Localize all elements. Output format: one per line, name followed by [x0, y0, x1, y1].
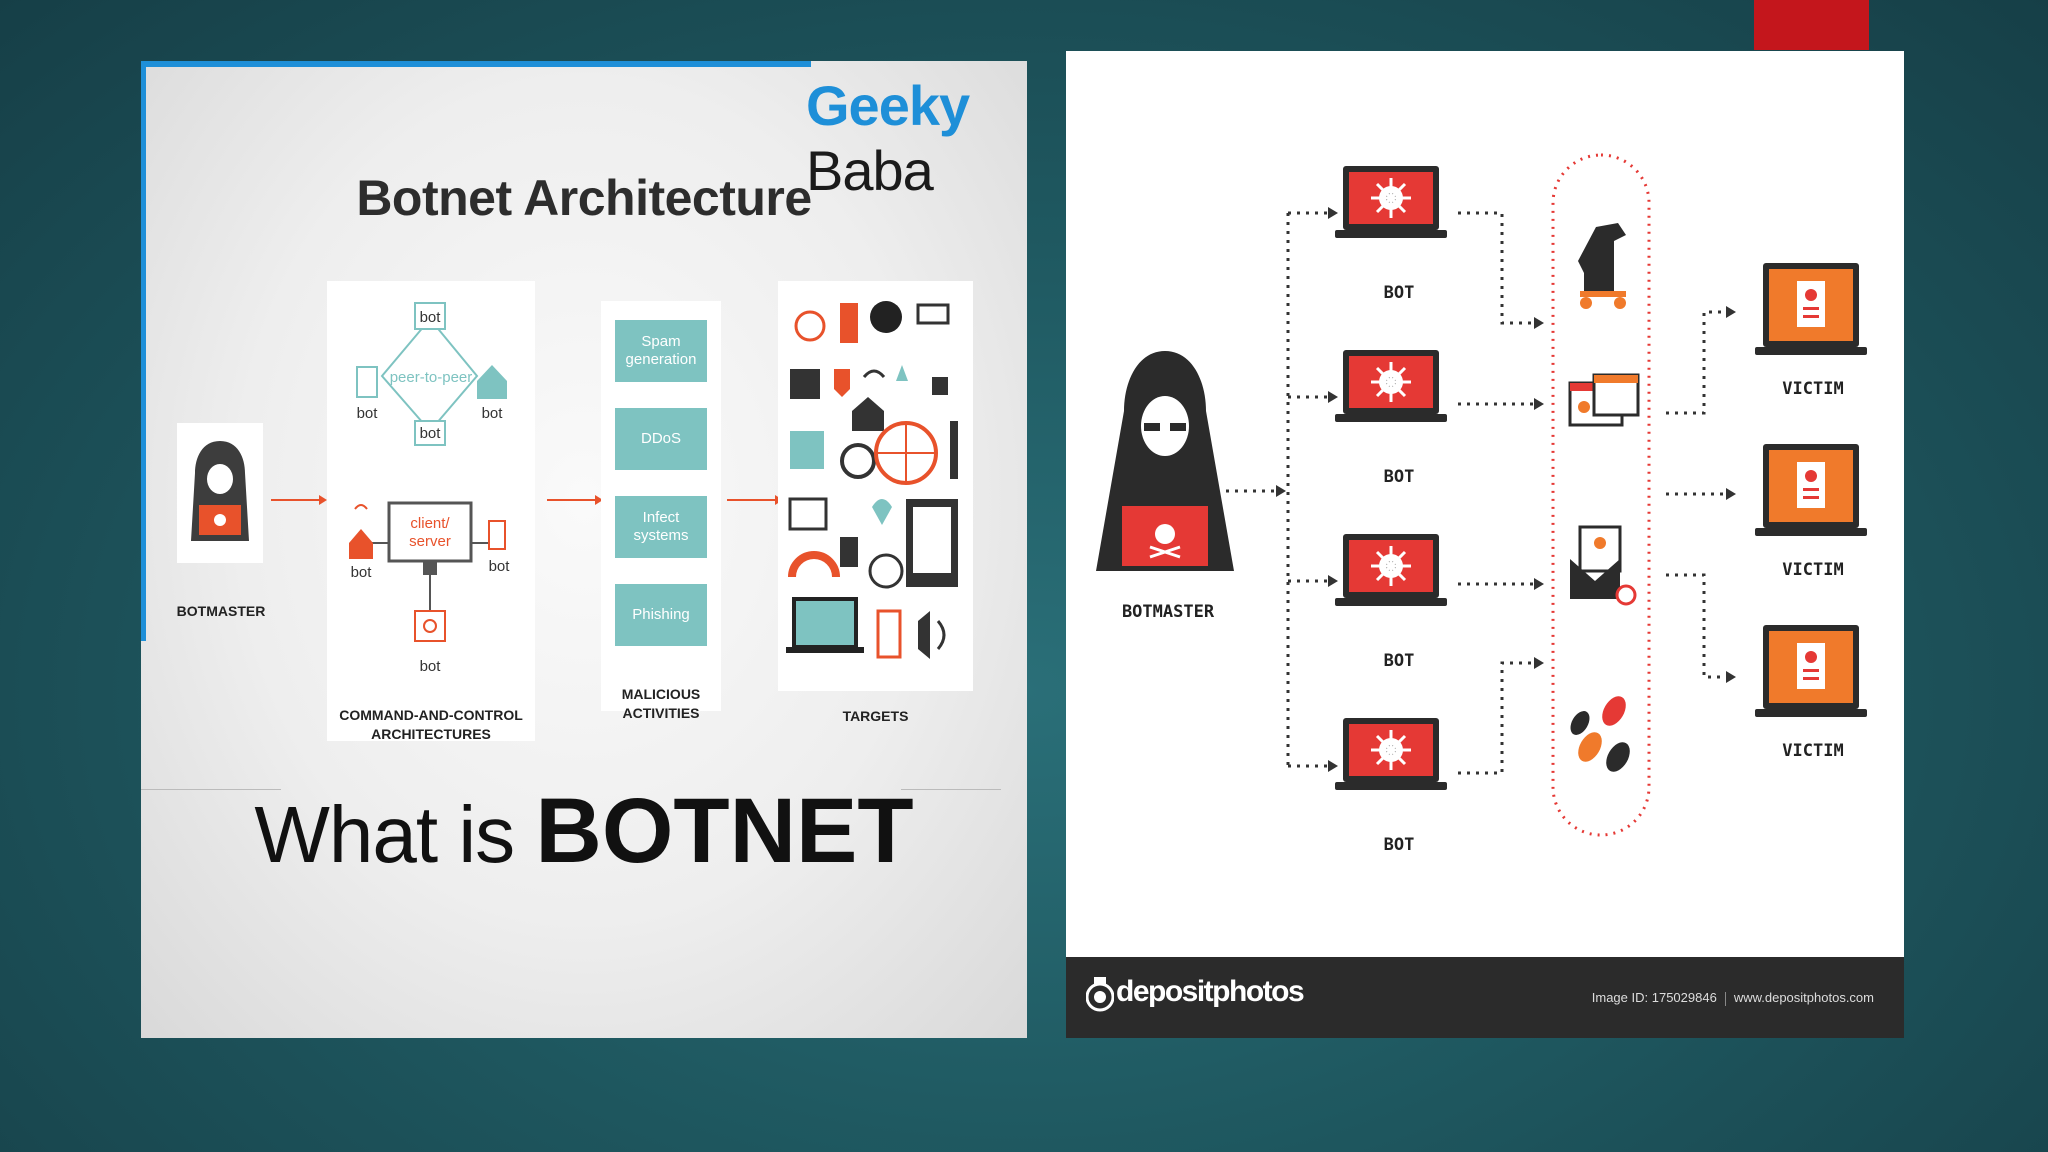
- depositphotos-logo-text: depositphotos: [1116, 975, 1305, 1008]
- botmaster-box: [177, 423, 263, 563]
- hooded-hacker-icon: [191, 441, 249, 541]
- bot-label-cs-right: bot: [489, 558, 511, 575]
- phishing-email-icon: [1570, 525, 1637, 606]
- mal-caption-line1: MALICIOUS: [621, 686, 701, 702]
- cc-caption: COMMAND-AND-CONTROL ARCHITECTURES: [327, 706, 535, 744]
- victim-label-2: VICTIM: [1782, 560, 1843, 580]
- bot-label-2: BOT: [1384, 467, 1415, 487]
- botnet-architecture-slide: Geeky Baba Botnet Architecture BOTMASTER: [141, 61, 1027, 1038]
- victim-label-1: VICTIM: [1782, 379, 1843, 399]
- victim-laptop-3: [1755, 625, 1867, 717]
- botnet-diagram-stock: BOTMASTER: [1066, 51, 1904, 1038]
- faint-divider-right: [901, 789, 1001, 790]
- bot-laptop-1: [1333, 164, 1449, 240]
- depositphotos-logo-icon: [1086, 977, 1114, 1012]
- cc-architecture-diagram: bot bot bot bot peer-to-peer client/ ser…: [349, 302, 511, 675]
- attack-methods-capsule: [1551, 153, 1651, 837]
- bot-laptop-3: [1333, 532, 1449, 608]
- cc-caption-line1: COMMAND-AND-CONTROL: [339, 707, 523, 723]
- botnet-flow-diagram: BOTMASTER: [1096, 153, 1867, 855]
- image-info: Image ID: 175029846 www.depositphotos.com: [1584, 990, 1882, 1006]
- activity-phishing: Phishing: [615, 584, 707, 646]
- botmaster-caption: BOTMASTER: [176, 603, 266, 619]
- bot-laptop-4: [1333, 716, 1449, 792]
- arrow-to-targets: [727, 495, 783, 505]
- site-url: www.depositphotos.com: [1733, 990, 1874, 1005]
- bot-label-1: BOT: [1384, 283, 1415, 303]
- malicious-caption: MALICIOUS ACTIVITIES: [601, 685, 721, 723]
- bot-label-cs-left: bot: [351, 564, 373, 581]
- arrow-to-malicious: [547, 495, 603, 505]
- bot-label-3: BOT: [1384, 651, 1415, 671]
- bot-label-4: BOT: [1384, 835, 1415, 855]
- dotted-connectors: [1226, 211, 1726, 775]
- red-corner-tab: [1754, 0, 1869, 50]
- accent-top-bar: [141, 61, 811, 67]
- client-server-line2: server: [409, 533, 451, 550]
- activity-ddos: DDoS: [615, 408, 707, 470]
- bot-laptop-2: [1333, 348, 1449, 424]
- bot-label-p2p-right: bot: [482, 405, 504, 422]
- victim-label-3: VICTIM: [1782, 741, 1843, 761]
- targets-caption: TARGETS: [842, 708, 909, 724]
- activity-infect: Infect systems: [615, 496, 707, 558]
- malicious-webpage-icon: [1568, 373, 1640, 427]
- activity-spam: Spam generation: [615, 320, 707, 382]
- bot-label-cs-bottom: bot: [420, 658, 442, 675]
- targets-icons: [786, 301, 958, 659]
- arrow-to-cc: [271, 495, 327, 505]
- victim-laptop-2: [1755, 444, 1867, 536]
- trojan-horse-icon: [1578, 223, 1626, 309]
- bombs-icon: [1570, 696, 1630, 772]
- depositphotos-footer: depositphotos Image ID: 175029846 www.dep…: [1066, 957, 1904, 1038]
- arrowheads: [1276, 207, 1736, 772]
- botmaster-hacker-icon: [1096, 351, 1234, 571]
- cc-architectures-box: bot bot bot bot peer-to-peer client/ ser…: [327, 281, 535, 741]
- cc-caption-line2: ARCHITECTURES: [371, 725, 491, 742]
- image-id: Image ID: 175029846: [1591, 990, 1717, 1005]
- bot-label-top: bot: [420, 309, 442, 326]
- bot-label-p2p-left: bot: [357, 405, 379, 422]
- mal-caption-line2: ACTIVITIES: [622, 704, 700, 721]
- accent-left-bar: [141, 61, 146, 641]
- botmaster-label: BOTMASTER: [1122, 602, 1215, 622]
- targets-box: [778, 281, 973, 691]
- what-is-text: What is: [254, 790, 515, 879]
- bot-label-p2p-bottom: bot: [420, 425, 442, 442]
- what-is-botnet-heading: What is BOTNET: [141, 779, 1027, 884]
- p2p-label: peer-to-peer: [390, 369, 473, 386]
- geeky-baba-logo: Geeky Baba: [806, 73, 1027, 203]
- botnet-text: BOTNET: [535, 780, 914, 882]
- victim-laptop-1: [1755, 263, 1867, 355]
- faint-divider-left: [141, 789, 281, 790]
- brand-first: Geeky: [806, 74, 970, 137]
- brand-second: Baba: [806, 139, 934, 202]
- client-server-line1: client/: [410, 515, 450, 532]
- architecture-title: Botnet Architecture: [356, 170, 812, 226]
